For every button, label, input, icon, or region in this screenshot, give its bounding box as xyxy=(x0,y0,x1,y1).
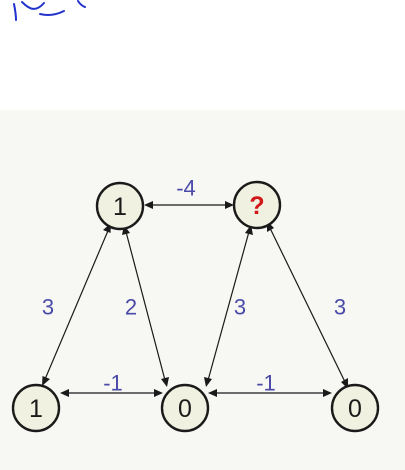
handwritten-annotation xyxy=(13,0,86,21)
edge-weight-label: 3 xyxy=(234,295,246,320)
edge-weight-label: -4 xyxy=(176,176,196,201)
edge-weight-label: 2 xyxy=(125,295,137,320)
edge-bottom-left-bottom-middle xyxy=(60,389,163,397)
node-top-left: 1 xyxy=(95,181,145,231)
node-bottom-right: 0 xyxy=(330,383,380,433)
node-value: 0 xyxy=(178,395,192,423)
node-value: 0 xyxy=(348,395,362,423)
edge-bottom-middle-bottom-right xyxy=(208,389,332,397)
edge-weight-label: -1 xyxy=(256,371,276,396)
node-top-right: ? xyxy=(232,180,282,230)
edge-weight-label: 3 xyxy=(334,295,346,320)
edge-weight-label: -1 xyxy=(103,371,123,396)
node-value: 1 xyxy=(113,193,127,221)
node-value: 1 xyxy=(29,395,43,423)
node-bottom-middle: 0 xyxy=(160,383,210,433)
node-unknown-value: ? xyxy=(249,192,264,220)
edge-weight-label: 3 xyxy=(42,295,54,320)
edge-top-left-top-right xyxy=(144,201,234,209)
node-bottom-left: 1 xyxy=(11,383,61,433)
